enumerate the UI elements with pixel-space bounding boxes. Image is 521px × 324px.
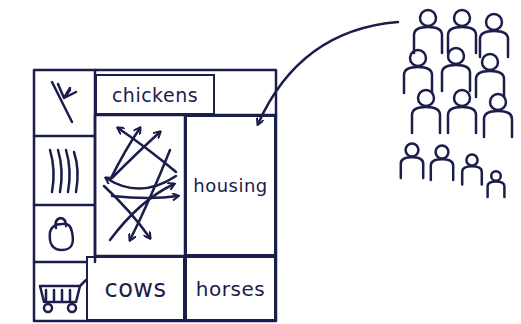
person-body (462, 166, 482, 184)
pot-icon (50, 218, 73, 250)
person-head (448, 48, 464, 64)
horses-pen: horses (185, 256, 276, 321)
movement-arrows (104, 128, 178, 240)
area-label: chickens (112, 84, 198, 106)
person-head (490, 94, 506, 110)
person-head (454, 90, 470, 106)
person-head (454, 10, 470, 26)
people-group (401, 10, 512, 197)
wagon-wheel (44, 304, 52, 312)
site-outline (34, 70, 276, 321)
person-body (448, 107, 476, 133)
pointer-arrow (258, 22, 398, 124)
cows-pen: cows (86, 256, 185, 321)
pitchfork-icon (52, 82, 76, 122)
person-body (401, 157, 423, 178)
person-head (418, 90, 434, 106)
person-head (410, 50, 426, 66)
yard-box (95, 115, 185, 256)
person-head (436, 146, 449, 159)
person-head (406, 144, 419, 157)
chickens-pen: chickens (95, 74, 215, 115)
area-label: horses (196, 277, 265, 301)
wagon-icon (40, 280, 86, 302)
person-body (484, 111, 512, 137)
person-body (442, 65, 470, 91)
area-label: housing (193, 175, 268, 196)
cell-lines (34, 70, 95, 262)
housing-area: housing (185, 115, 276, 256)
area-label: cows (104, 275, 166, 303)
person-head (486, 14, 502, 30)
person-body (412, 107, 440, 133)
person-head (482, 54, 498, 70)
person-body (488, 181, 505, 197)
person-body (431, 159, 453, 180)
person-body (480, 31, 508, 57)
wagon-wheel (68, 304, 76, 312)
person-head (420, 10, 436, 26)
person-head (466, 154, 477, 165)
person-head (491, 171, 501, 181)
grain-icon (50, 150, 78, 192)
